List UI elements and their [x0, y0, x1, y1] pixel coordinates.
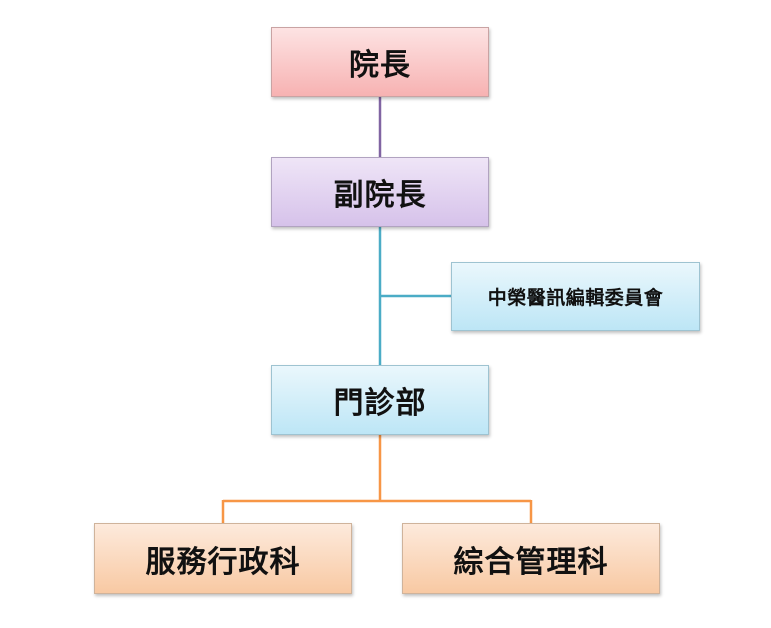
- node-president: 院長: [271, 27, 489, 97]
- node-vice-president-label: 副院長: [333, 178, 427, 213]
- node-editorial-committee: 中榮醫訊編輯委員會: [451, 262, 700, 331]
- node-general-management-label: 綜合管理科: [453, 544, 609, 580]
- node-general-management: 綜合管理科: [402, 523, 660, 594]
- node-outpatient-department: 門診部: [271, 365, 489, 435]
- node-service-administration: 服務行政科: [94, 523, 352, 594]
- node-vice-president: 副院長: [271, 157, 489, 227]
- node-editorial-committee-label: 中榮醫訊編輯委員會: [487, 287, 664, 309]
- node-president-label: 院長: [349, 48, 411, 83]
- node-outpatient-department-label: 門診部: [333, 386, 427, 421]
- node-service-administration-label: 服務行政科: [145, 544, 301, 580]
